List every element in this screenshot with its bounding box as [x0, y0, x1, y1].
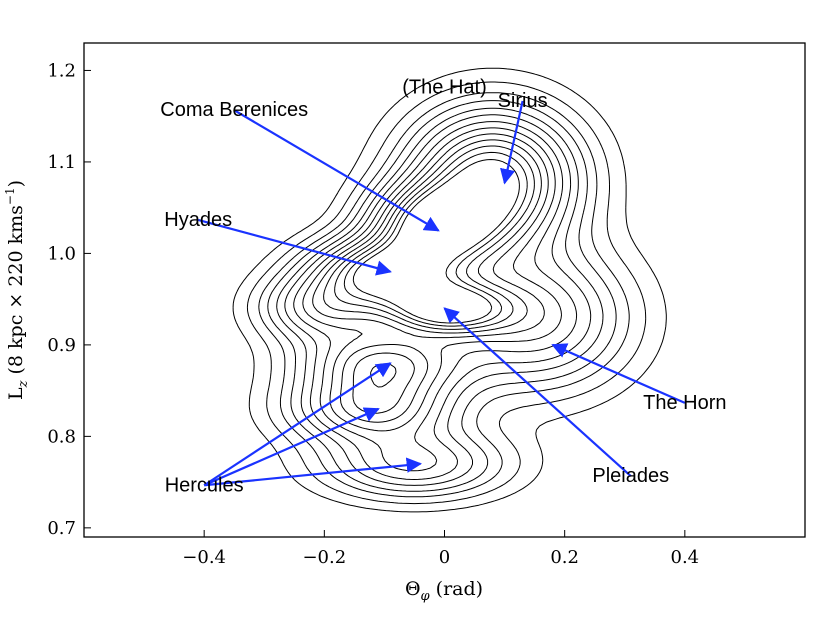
- annotation-label: Hercules: [165, 474, 244, 496]
- annotation-label: Hyades: [164, 209, 232, 231]
- annotation-label: Coma Berenices: [160, 99, 308, 121]
- x-tick-label: 0: [439, 547, 450, 568]
- annotation-label: (The Hat): [402, 76, 486, 98]
- y-axis-ticks: 0.7 0.8 0.9 1.0 1.1 1.2: [47, 60, 91, 539]
- y-tick-label: 1.0: [47, 243, 76, 264]
- contour-level: [267, 100, 617, 492]
- y-tick-label: 0.8: [47, 426, 76, 447]
- x-tick-label: 0.2: [550, 547, 579, 568]
- annotation-arrow: [203, 362, 392, 487]
- contour-level: [312, 133, 549, 423]
- x-tick-label: −0.2: [302, 547, 346, 568]
- annotation-arrow: [233, 109, 440, 232]
- contour-level: [276, 107, 604, 486]
- annotation-arrow: [443, 307, 632, 477]
- annotation-arrow: [551, 343, 686, 404]
- annotation-arrow: [204, 457, 422, 487]
- y-tick-label: 1.2: [47, 60, 76, 81]
- annotation-label: Pleiades: [592, 465, 669, 487]
- annotation-arrow: [197, 218, 392, 276]
- contour-lines: [232, 67, 667, 513]
- contour-level: [302, 127, 562, 432]
- y-axis-title: Lz (8 kpc × 220 kms−1): [3, 180, 31, 400]
- y-tick-label: 1.1: [47, 152, 76, 173]
- x-tick-label: −0.4: [182, 547, 226, 568]
- annotation-label: Sirius: [498, 90, 548, 112]
- annotation-arrow: [203, 407, 380, 487]
- annotation-label: The Horn: [643, 392, 726, 414]
- contour-level: [343, 151, 528, 327]
- annotation-arrow: [500, 100, 524, 185]
- x-axis-title: Θφ (rad): [405, 578, 483, 604]
- contour-level: [232, 67, 667, 513]
- contour-level: [352, 159, 520, 324]
- contour-level: [334, 145, 535, 388]
- y-tick-label: 0.7: [47, 518, 76, 539]
- annotation-arrows: [197, 100, 686, 487]
- y-tick-label: 0.9: [47, 335, 76, 356]
- x-tick-label: 0.4: [671, 547, 700, 568]
- x-axis-ticks: −0.4 −0.2 0 0.2 0.4: [182, 530, 699, 568]
- contour-level: [246, 81, 647, 505]
